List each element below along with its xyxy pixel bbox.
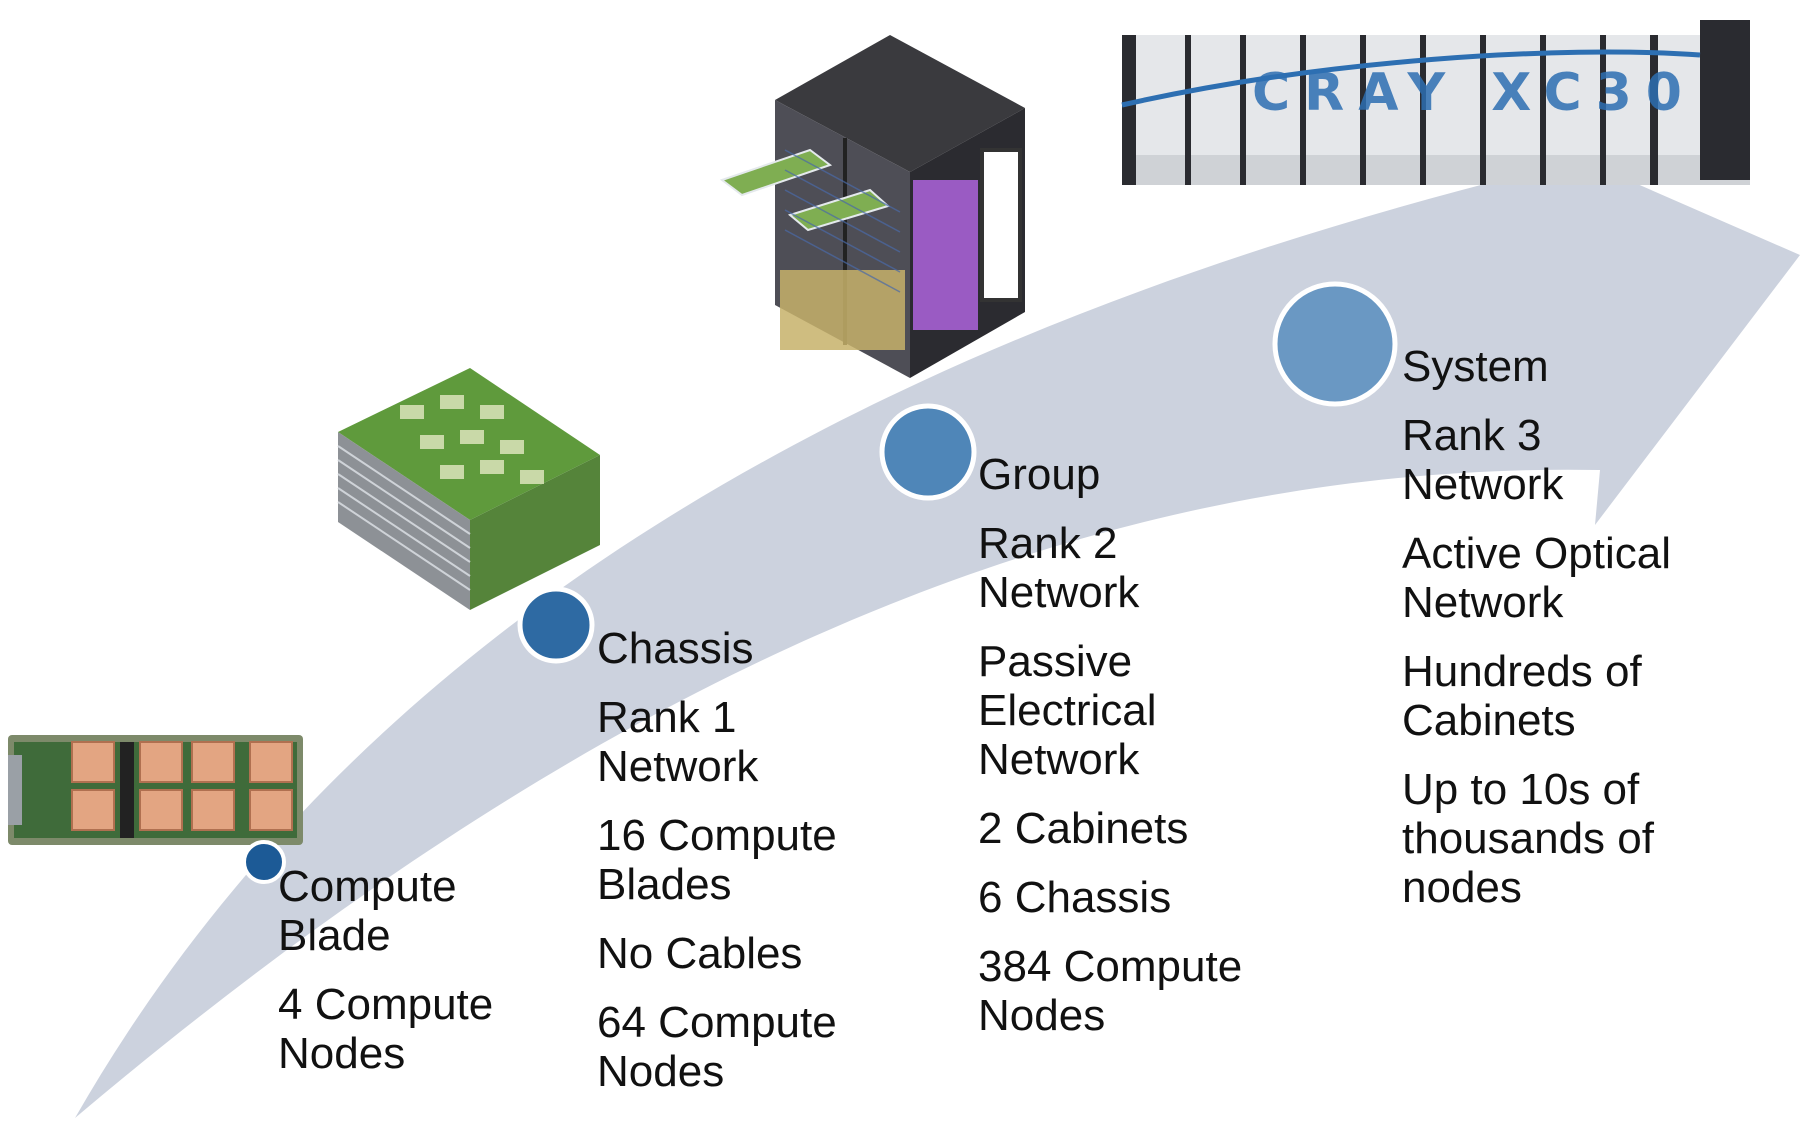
stage-detail: 6 Chassis bbox=[978, 873, 1172, 922]
stage-title: Group bbox=[978, 450, 1101, 499]
stage-title: System bbox=[1402, 342, 1549, 391]
node-compute-blade bbox=[242, 840, 286, 884]
stage-detail: Up to 10s of thousands of nodes bbox=[1402, 765, 1654, 912]
node-system bbox=[1272, 281, 1398, 407]
stage-detail: 16 Compute Blades bbox=[597, 811, 837, 909]
stage-detail: 4 Compute Nodes bbox=[278, 980, 494, 1078]
stage-title: Compute Blade bbox=[278, 862, 457, 960]
stage-detail: 2 Cabinets bbox=[978, 804, 1189, 853]
stage-detail: Active Optical Network bbox=[1402, 529, 1671, 627]
stage-detail: Hundreds of Cabinets bbox=[1402, 647, 1642, 745]
stage-label-compute-blade: Compute Blade 4 Compute Nodes bbox=[278, 862, 493, 1078]
stage-detail: No Cables bbox=[597, 929, 803, 978]
stage-detail: Passive Electrical Network bbox=[978, 637, 1157, 784]
stage-title: Chassis bbox=[597, 624, 754, 673]
stage-detail: Rank 2 Network bbox=[978, 519, 1140, 617]
cabinet-group-photo-icon bbox=[719, 35, 1025, 378]
stage-detail: Rank 1 Network bbox=[597, 693, 759, 791]
stage-detail: Rank 3 Network bbox=[1402, 411, 1564, 509]
stage-label-group: Group Rank 2 Network Passive Electrical … bbox=[978, 450, 1242, 1040]
node-group bbox=[879, 403, 977, 501]
node-chassis bbox=[517, 586, 595, 664]
compute-blade-photo-icon bbox=[8, 735, 303, 845]
stage-detail: 64 Compute Nodes bbox=[597, 998, 837, 1096]
stage-label-system: System Rank 3 Network Active Optical Net… bbox=[1402, 342, 1671, 912]
cray-xc30-system-photo-icon bbox=[1121, 20, 1750, 185]
stage-detail: 384 Compute Nodes bbox=[978, 942, 1243, 1040]
chassis-photo-icon bbox=[337, 368, 600, 610]
system-logo: CRAY XC30 bbox=[1252, 63, 1696, 123]
stage-label-chassis: Chassis Rank 1 Network 16 Compute Blades… bbox=[597, 624, 837, 1096]
